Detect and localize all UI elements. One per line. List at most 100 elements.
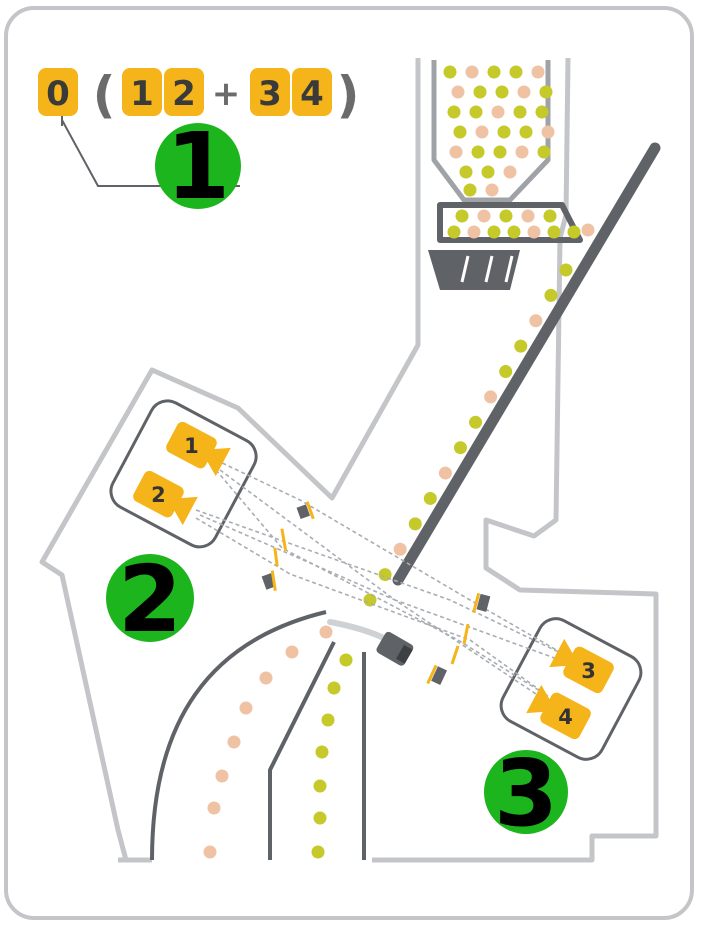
hopper-particle bbox=[509, 65, 523, 79]
hopper-particle bbox=[443, 65, 457, 79]
hopper-particle bbox=[513, 105, 527, 119]
feeder-particle bbox=[467, 225, 481, 239]
hopper-particle bbox=[515, 145, 529, 159]
hopper-particle bbox=[473, 85, 487, 99]
formula-close-paren: ) bbox=[337, 66, 360, 124]
falling-particle bbox=[514, 339, 528, 353]
accept-particle bbox=[313, 811, 327, 825]
chute bbox=[392, 142, 661, 586]
feeder-particle bbox=[487, 225, 501, 239]
hopper-particle bbox=[447, 105, 461, 119]
feeder-particle bbox=[547, 225, 561, 239]
hopper-particle bbox=[471, 145, 485, 159]
hopper-particle bbox=[485, 183, 499, 197]
hopper-particle bbox=[451, 85, 465, 99]
feeder-base bbox=[428, 250, 520, 290]
air-jet bbox=[327, 619, 391, 643]
reject-particle bbox=[207, 801, 221, 815]
hopper-particle bbox=[535, 105, 549, 119]
hopper-particle bbox=[541, 125, 555, 139]
hopper-particle bbox=[449, 145, 463, 159]
feeder-particle bbox=[581, 223, 595, 237]
falling-particles bbox=[363, 263, 573, 607]
camera-2-label: 2 bbox=[151, 483, 166, 507]
camera-1: 1 bbox=[166, 421, 231, 477]
falling-particle bbox=[544, 288, 558, 302]
badge-3: 3 bbox=[484, 740, 568, 847]
accept-particle bbox=[311, 845, 325, 859]
reject-particle bbox=[319, 625, 333, 639]
camera-enclosure-lower bbox=[499, 617, 643, 761]
accept-particle bbox=[327, 681, 341, 695]
feeder-spring bbox=[460, 255, 514, 283]
emitters-left bbox=[261, 501, 315, 591]
camera-4-label: 4 bbox=[558, 705, 573, 729]
feeder-tray bbox=[437, 202, 583, 243]
hopper-particle bbox=[495, 85, 509, 99]
accept-particle bbox=[315, 745, 329, 759]
feeder-particle bbox=[567, 225, 581, 239]
camera-3-label: 3 bbox=[581, 659, 596, 683]
accept-particle bbox=[313, 779, 327, 793]
falling-particle bbox=[453, 441, 467, 455]
badge-1: 1 bbox=[155, 113, 241, 220]
reject-particle bbox=[239, 701, 253, 715]
feeder-particle bbox=[477, 209, 491, 223]
falling-particle bbox=[423, 491, 437, 505]
hopper-particle bbox=[465, 65, 479, 79]
badge-3-label: 3 bbox=[494, 740, 558, 847]
feeder-particle bbox=[521, 209, 535, 223]
feeder-particle bbox=[447, 225, 461, 239]
hopper-particle bbox=[481, 165, 495, 179]
falling-particle bbox=[559, 263, 573, 277]
feeder-particle bbox=[527, 225, 541, 239]
formula-d: 4 bbox=[300, 74, 324, 114]
hopper-particle bbox=[491, 105, 505, 119]
camera-2: 2 bbox=[133, 470, 198, 526]
feeder-particles bbox=[447, 209, 595, 239]
feeder-particle bbox=[455, 209, 469, 223]
camera-beams bbox=[195, 459, 566, 701]
hopper-particle bbox=[497, 125, 511, 139]
hopper-particle bbox=[493, 145, 507, 159]
accept-particle bbox=[321, 713, 335, 727]
reject-particle bbox=[203, 845, 217, 859]
badge-2: 2 bbox=[106, 546, 194, 653]
hopper-particle bbox=[475, 125, 489, 139]
hopper-particle bbox=[503, 165, 517, 179]
falling-particle bbox=[499, 365, 513, 379]
hopper-particle bbox=[519, 125, 533, 139]
diagram-frame bbox=[4, 6, 694, 920]
falling-particle bbox=[484, 390, 498, 404]
hopper-particle bbox=[469, 105, 483, 119]
feeder-particle bbox=[507, 225, 521, 239]
hopper-particle bbox=[453, 125, 467, 139]
formula-c: 3 bbox=[258, 74, 282, 114]
feeder-particle bbox=[499, 209, 513, 223]
formula-first: 0 bbox=[46, 74, 70, 114]
formula: 0 ( 1 2 + 3 4 ) bbox=[38, 66, 360, 187]
camera-4: 4 bbox=[526, 684, 591, 740]
camera-enclosure-upper bbox=[109, 399, 258, 549]
hopper-particle bbox=[459, 165, 473, 179]
camera-1-label: 1 bbox=[184, 434, 199, 458]
hopper-particle bbox=[531, 65, 545, 79]
falling-particle bbox=[469, 415, 483, 429]
badge-1-label: 1 bbox=[166, 113, 230, 220]
hopper-particles bbox=[443, 65, 555, 197]
falling-particle bbox=[363, 593, 377, 607]
hopper-particle bbox=[463, 183, 477, 197]
hopper-particle bbox=[487, 65, 501, 79]
reject-particle bbox=[259, 671, 273, 685]
formula-plus: + bbox=[212, 74, 241, 114]
reject-particle bbox=[227, 735, 241, 749]
housing-wall-left bbox=[39, 58, 421, 861]
falling-particle bbox=[438, 466, 452, 480]
divider-wall bbox=[268, 641, 336, 860]
badge-2-label: 2 bbox=[118, 546, 182, 653]
reject-particle bbox=[215, 769, 229, 783]
feeder-particle bbox=[543, 209, 557, 223]
accept-particle bbox=[339, 653, 353, 667]
hopper bbox=[431, 60, 551, 203]
falling-particle bbox=[393, 542, 407, 556]
